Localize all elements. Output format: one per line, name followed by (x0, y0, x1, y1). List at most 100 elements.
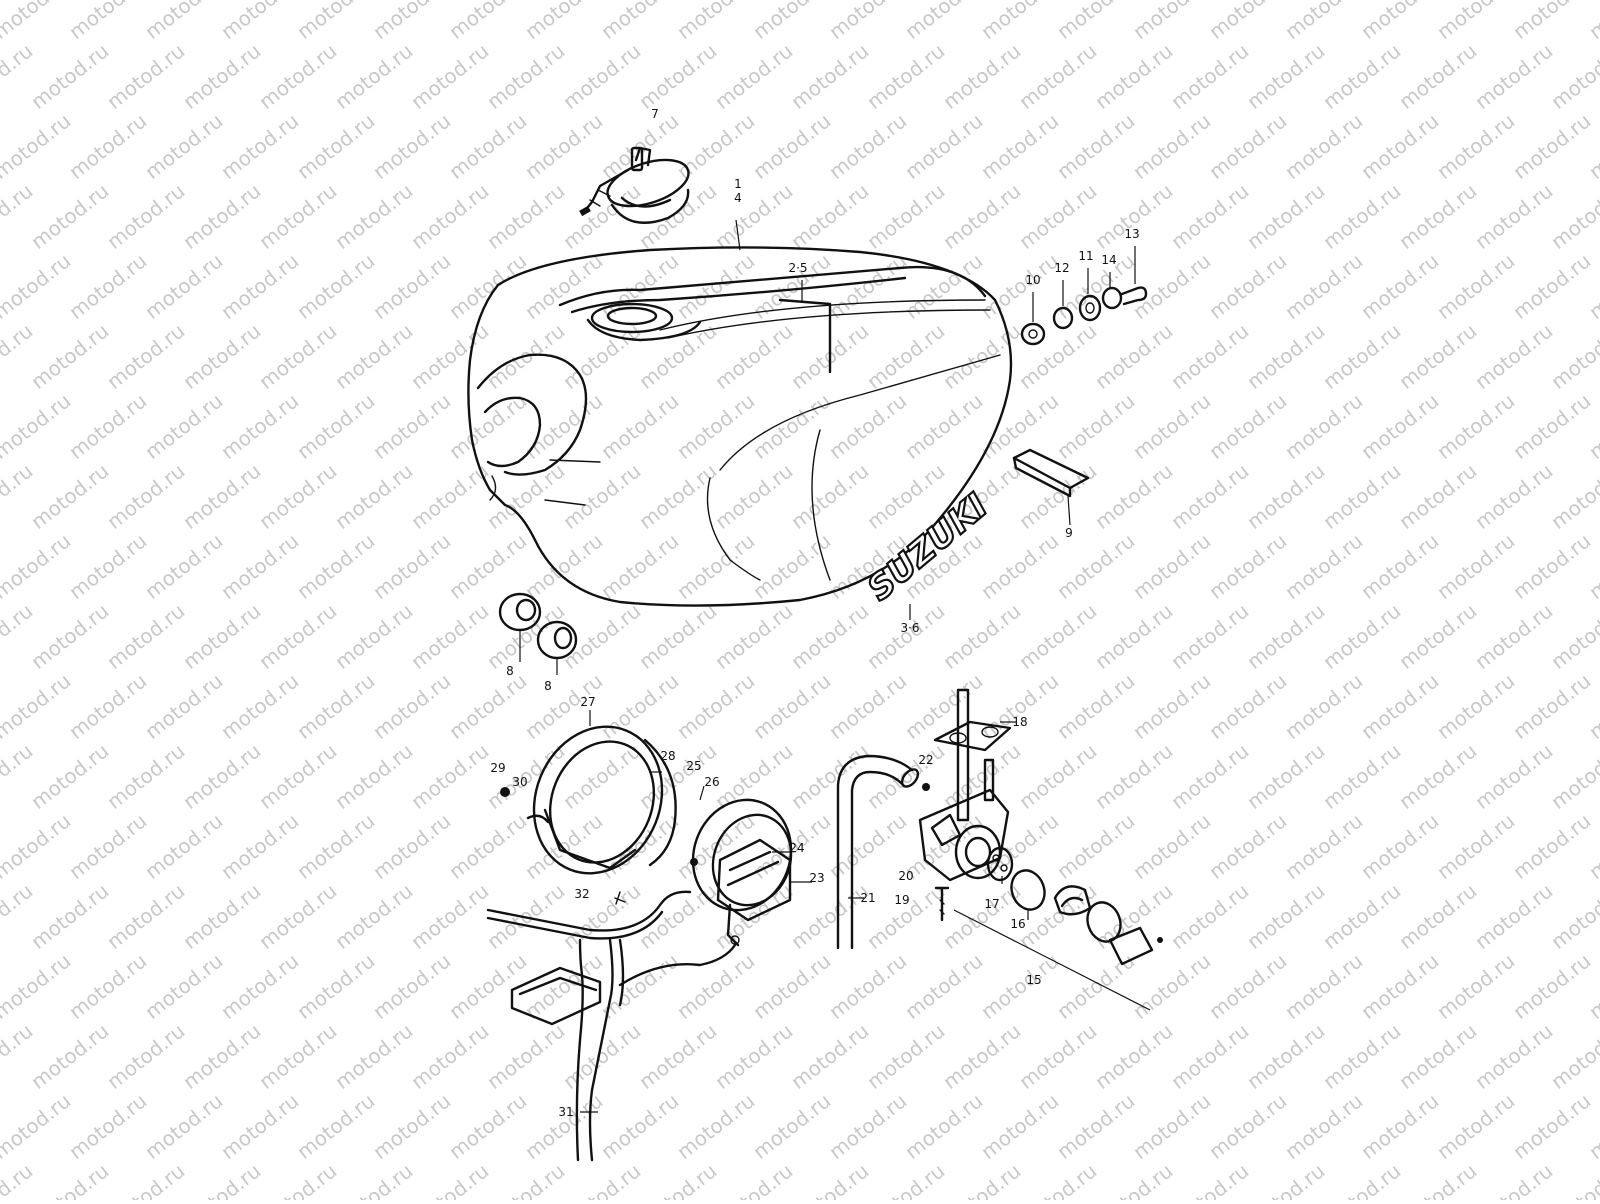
watermark-text: motod.ru (406, 599, 493, 674)
watermark-text: motod.ru (1014, 179, 1101, 254)
watermark-text: motod.ru (64, 949, 151, 1024)
watermark-text: motod.ru (330, 1019, 417, 1094)
watermark-text: motod.ru (444, 529, 531, 604)
watermark-text: motod.ru (1090, 179, 1177, 254)
watermark-text: motod.ru (368, 949, 455, 1024)
watermark-text: motod.ru (1242, 39, 1329, 114)
watermark-text: motod.ru (1470, 39, 1557, 114)
watermark-text: motod.ru (976, 669, 1063, 744)
watermark-text: motod.ru (1166, 599, 1253, 674)
watermark-text: motod.ru (1508, 389, 1595, 464)
watermark-text: motod.ru (1052, 109, 1139, 184)
watermark-text: motod.ru (862, 879, 949, 954)
watermark-text: motod.ru (26, 1019, 113, 1094)
watermark-text: motod.ru (26, 459, 113, 534)
watermark-text: motod.ru (1204, 809, 1291, 884)
watermark-text: motod.ru (1052, 809, 1139, 884)
watermark-text: motod.ru (102, 179, 189, 254)
watermark-text: motod.ru (1356, 0, 1443, 44)
watermark-text: motod.ru (1242, 1159, 1329, 1200)
watermark-text: motod.ru (140, 389, 227, 464)
watermark-text: motod.ru (254, 39, 341, 114)
watermark-text: motod.ru (1470, 1019, 1557, 1094)
watermark-text: motod.ru (254, 879, 341, 954)
watermark-text: motod.ru (1052, 0, 1139, 44)
watermark-text: motod.ru (1014, 39, 1101, 114)
part-label-p15: 15 (1026, 973, 1041, 987)
watermark-text: motod.ru (1204, 109, 1291, 184)
watermark-text: motod.ru (1508, 1089, 1595, 1164)
watermark-text: motod.ru (976, 529, 1063, 604)
watermark-text: motod.ru (596, 0, 683, 44)
watermark-text: motod.ru (368, 0, 455, 44)
watermark-text: motod.ru (710, 319, 797, 394)
watermark-text: motod.ru (178, 319, 265, 394)
watermark-text: motod.ru (520, 0, 607, 44)
watermark-text: motod.ru (330, 459, 417, 534)
watermark-text: motod.ru (1318, 739, 1405, 814)
watermark-text: motod.ru (900, 669, 987, 744)
watermark-text: motod.ru (748, 669, 835, 744)
watermark-text: motod.ru (1204, 949, 1291, 1024)
watermark-text: motod.ru (1204, 1089, 1291, 1164)
watermark-text: motod.ru (1014, 1159, 1101, 1200)
watermark-text: motod.ru (710, 739, 797, 814)
watermark-text: motod.ru (1508, 809, 1595, 884)
watermark-text: motod.ru (558, 1159, 645, 1200)
watermark-text: motod.ru (558, 459, 645, 534)
watermark-text: motod.ru (1090, 599, 1177, 674)
watermark-text: motod.ru (938, 319, 1025, 394)
watermark-text: motod.ru (1356, 669, 1443, 744)
watermark-text: motod.ru (0, 389, 75, 464)
watermark-text: motod.ru (1470, 179, 1557, 254)
watermark-text: motod.ru (140, 669, 227, 744)
watermark-text: motod.ru (862, 39, 949, 114)
watermark-text: motod.ru (1242, 459, 1329, 534)
watermark-text: motod.ru (292, 389, 379, 464)
part-label-p22: 22 (918, 753, 933, 767)
watermark-text: motod.ru (520, 389, 607, 464)
watermark-text: motod.ru (102, 319, 189, 394)
watermark-text: motod.ru (748, 529, 835, 604)
watermark-text: motod.ru (672, 1089, 759, 1164)
watermark-text: motod.ru (862, 739, 949, 814)
watermark-text: motod.ru (786, 39, 873, 114)
watermark-text: motod.ru (1166, 1159, 1253, 1200)
watermark-text: motod.ru (1166, 1019, 1253, 1094)
watermark-text: motod.ru (444, 0, 531, 44)
watermark-text: motod.ru (102, 39, 189, 114)
watermark-text: motod.ru (254, 739, 341, 814)
watermark-text: motod.ru (482, 39, 569, 114)
watermark-text: motod.ru (672, 669, 759, 744)
watermark-text: motod.ru (1128, 1089, 1215, 1164)
watermark-text: motod.ru (1090, 459, 1177, 534)
watermark-text: motod.ru (1546, 1019, 1600, 1094)
watermark-text: motod.ru (216, 109, 303, 184)
watermark-text: motod.ru (1014, 599, 1101, 674)
watermark-text: motod.ru (0, 1159, 37, 1200)
watermark-text: motod.ru (444, 1089, 531, 1164)
watermark-text: motod.ru (558, 739, 645, 814)
watermark-text: motod.ru (976, 109, 1063, 184)
watermark-text: motod.ru (1052, 669, 1139, 744)
watermark-text: motod.ru (824, 389, 911, 464)
watermark-text: motod.ru (178, 599, 265, 674)
watermark-text: motod.ru (1280, 529, 1367, 604)
watermark-text: motod.ru (64, 0, 151, 44)
watermark-text: motod.ru (64, 1089, 151, 1164)
watermark-text: motod.ru (748, 0, 835, 44)
watermark-text: motod.ru (1432, 1089, 1519, 1164)
part-label-p19: 19 (894, 893, 909, 907)
watermark-text: motod.ru (1432, 109, 1519, 184)
watermark-text: motod.ru (216, 669, 303, 744)
watermark-text: motod.ru (1356, 109, 1443, 184)
watermark-text: motod.ru (634, 599, 721, 674)
watermark-text: motod.ru (1242, 739, 1329, 814)
watermark-text: motod.ru (520, 949, 607, 1024)
watermark-text: motod.ru (216, 529, 303, 604)
watermark-text: motod.ru (1470, 1159, 1557, 1200)
part-label-p31: 31 (558, 1105, 573, 1119)
watermark-text: motod.ru (596, 389, 683, 464)
watermark-text: motod.ru (0, 809, 75, 884)
watermark-text: motod.ru (1128, 389, 1215, 464)
